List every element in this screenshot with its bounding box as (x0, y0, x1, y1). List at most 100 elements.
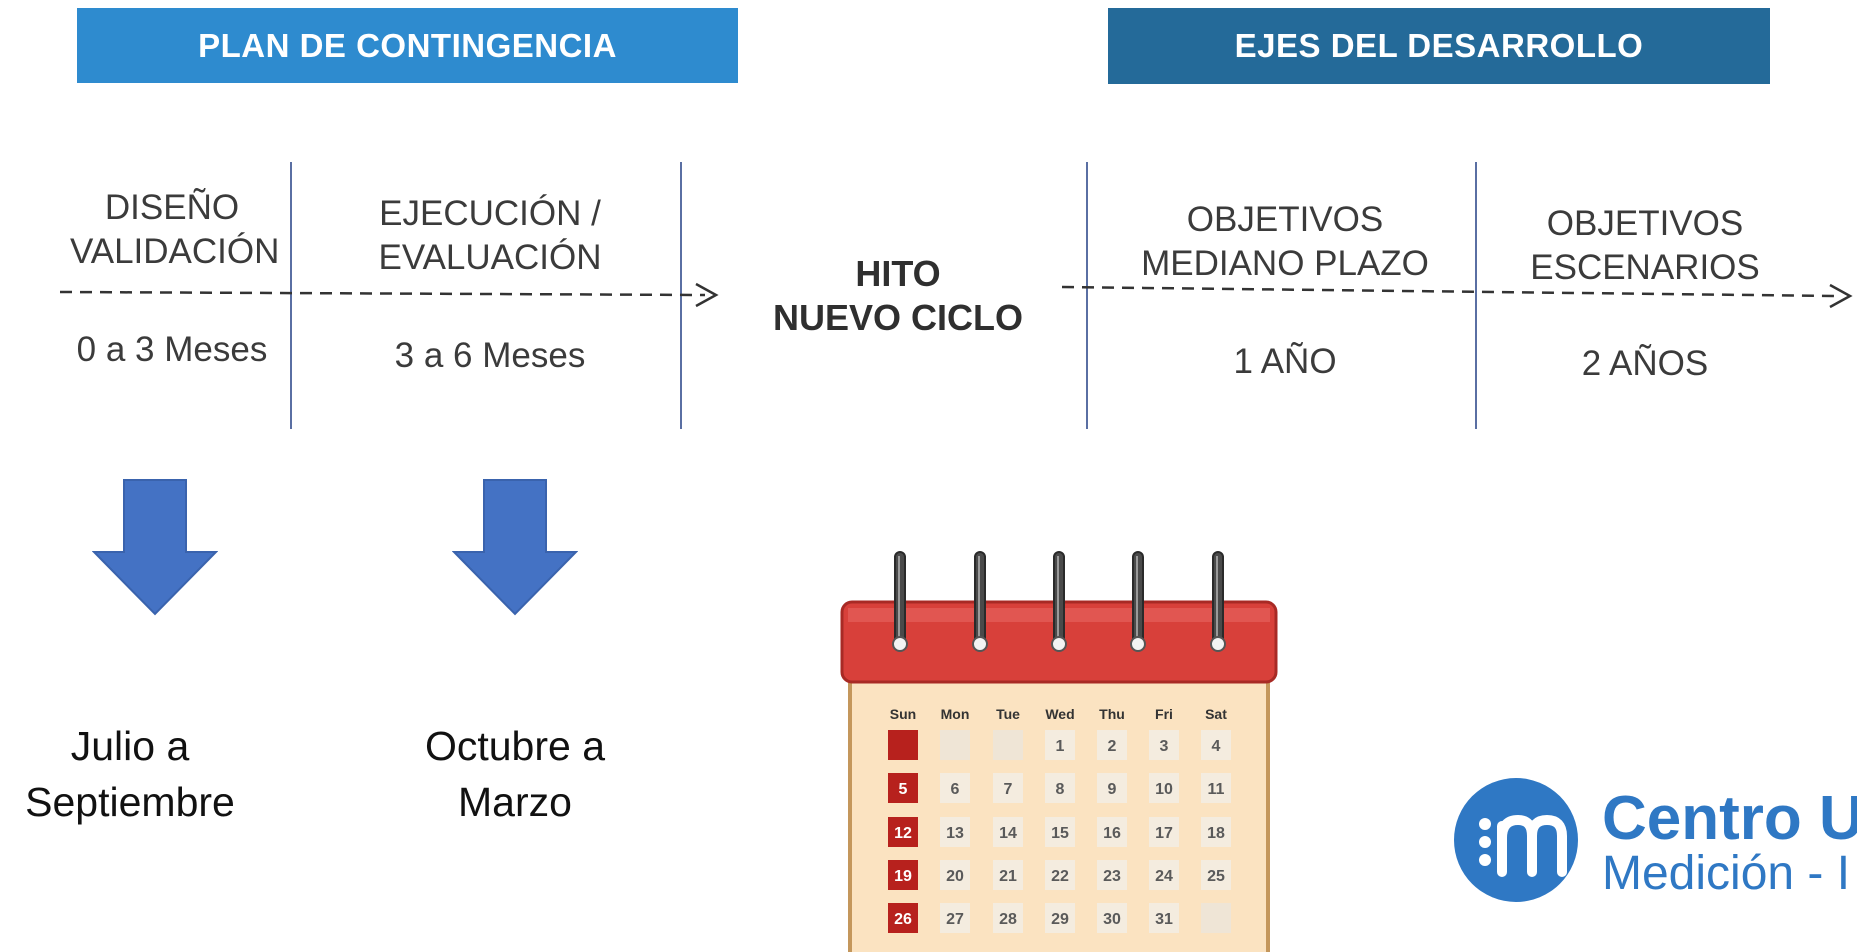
calendar-day-number: 28 (999, 911, 1017, 928)
calendar-day-number: 25 (1207, 868, 1225, 885)
calendar-day-cell (888, 773, 918, 803)
divider-line (290, 162, 292, 429)
calendar-day-cell (1045, 860, 1075, 890)
calendar-day-cell (940, 730, 970, 760)
calendar-weekday: Fri (1155, 706, 1173, 722)
banner-ejes-desarrollo: EJES DEL DESARROLLO (1108, 8, 1770, 84)
calendar-weekday: Thu (1099, 706, 1125, 722)
calendar-day-number: 24 (1155, 868, 1173, 885)
calendar-day-number: 13 (946, 825, 964, 842)
milestone-hito: HITO NUEVO CICLO (772, 253, 1023, 338)
calendar-day-cell (888, 730, 918, 760)
calendar-day-number: 7 (1004, 781, 1013, 798)
calendar-day-number: 10 (1155, 781, 1173, 798)
calendar-ring-icon (1130, 551, 1146, 652)
phase-ejecucion-duration: 3 a 6 Meses (394, 336, 586, 375)
logo-centro: Centro U Medición - I (1452, 774, 1857, 906)
timeline-arrow-right (1061, 283, 1853, 309)
divider-line (1086, 162, 1088, 429)
phase-diseno-duration: 0 a 3 Meses (76, 330, 268, 369)
calendar-day-cell (940, 903, 970, 933)
calendar-day-cell (1097, 773, 1127, 803)
calendar-day-cell (888, 903, 918, 933)
phase-escenarios-label: OBJETIVOS ESCENARIOS (1530, 204, 1760, 287)
calendar-day-cell (1097, 860, 1127, 890)
calendar-weekday: Tue (996, 706, 1020, 722)
timeline-arrow-left (59, 282, 719, 308)
calendar-day-cell (1045, 773, 1075, 803)
phase-mediano-plazo-label: OBJETIVOS MEDIANO PLAZO (1141, 200, 1429, 283)
calendar-day-cell (940, 773, 970, 803)
calendar-day-number: 2 (1108, 738, 1117, 755)
calendar-weekday: Mon (941, 706, 970, 722)
calendar-day-cell (1149, 860, 1179, 890)
calendar-day-number: 5 (899, 781, 908, 798)
calendar-day-number: 15 (1051, 825, 1069, 842)
calendar-day-cell (993, 730, 1023, 760)
calendar-day-number: 3 (1160, 738, 1169, 755)
calendar-day-cell (888, 817, 918, 847)
calendar-day-cell (1149, 730, 1179, 760)
calendar-day-number: 9 (1108, 781, 1117, 798)
phase-escenarios-duration: 2 AÑOS (1581, 344, 1709, 383)
calendar-day-number: 12 (894, 825, 912, 842)
calendar-day-number: 11 (1208, 781, 1225, 798)
calendar-weekday: Sat (1205, 706, 1227, 722)
calendar-day-number: 17 (1155, 825, 1173, 842)
calendar-day-number: 26 (894, 911, 912, 928)
calendar-day-cell (1201, 860, 1231, 890)
calendar-ring-icon (892, 551, 908, 652)
calendar-day-cell (1201, 903, 1231, 933)
calendar-day-cell (1097, 730, 1127, 760)
calendar-weekday: Sun (890, 706, 916, 722)
caption-octubre-marzo: Octubre a Marzo (424, 723, 606, 825)
phase-ejecucion-label: EJECUCIÓN / EVALUACIÓN (378, 194, 602, 277)
calendar-day-number: 4 (1212, 738, 1221, 755)
calendar-day-number: 8 (1056, 781, 1065, 798)
caption-julio-septiembre: Julio a Septiembre (25, 723, 235, 825)
calendar-day-cell (1097, 817, 1127, 847)
calendar-day-number: 29 (1051, 911, 1069, 928)
calendar-ring-icon (1051, 551, 1067, 652)
calendar-day-number: 31 (1155, 911, 1173, 928)
calendar-day-number: 16 (1103, 825, 1121, 842)
calendar-day-cell (1149, 817, 1179, 847)
calendar-day-cell (1045, 903, 1075, 933)
calendar-day-number: 23 (1103, 868, 1121, 885)
calendar-weekday: Wed (1045, 706, 1074, 722)
calendar-day-number: 14 (999, 825, 1017, 842)
calendar-day-cell (1201, 773, 1231, 803)
calendar-day-number: 18 (1207, 825, 1225, 842)
calendar-day-number: 30 (1103, 911, 1121, 928)
calendar-day-number: 27 (946, 911, 964, 928)
phase-diseno-label: DISEÑO VALIDACIÓN (70, 188, 280, 271)
calendar-day-cell (1201, 817, 1231, 847)
calendar-day-number: 1 (1056, 738, 1065, 755)
calendar-day-number: 20 (946, 868, 964, 885)
calendar-day-cell (993, 773, 1023, 803)
calendar-day-cell (993, 817, 1023, 847)
calendar-day-number: 19 (894, 868, 912, 885)
calendar-day-cell (1045, 730, 1075, 760)
calendar-day-cell (940, 860, 970, 890)
phase-mediano-plazo-duration: 1 AÑO (1233, 342, 1337, 381)
calendar-day-cell (940, 817, 970, 847)
calendar-day-cell (1045, 817, 1075, 847)
down-arrow-icon (92, 479, 218, 616)
calendar-ring-icon (1210, 551, 1226, 652)
calendar-day-cell (1097, 903, 1127, 933)
calendar-day-number: 21 (999, 868, 1017, 885)
calendar-day-number: 6 (951, 781, 960, 798)
calendar-day-cell (1149, 773, 1179, 803)
calendar-day-cell (993, 860, 1023, 890)
calendar-day-cell (993, 903, 1023, 933)
calendar-day-cell (888, 860, 918, 890)
calendar-day-cell (1149, 903, 1179, 933)
calendar-day-number: 22 (1051, 868, 1069, 885)
logo-subtitle: Medición - I (1602, 847, 1851, 900)
calendar-day-cell (1201, 730, 1231, 760)
calendar-ring-icon (972, 551, 988, 652)
